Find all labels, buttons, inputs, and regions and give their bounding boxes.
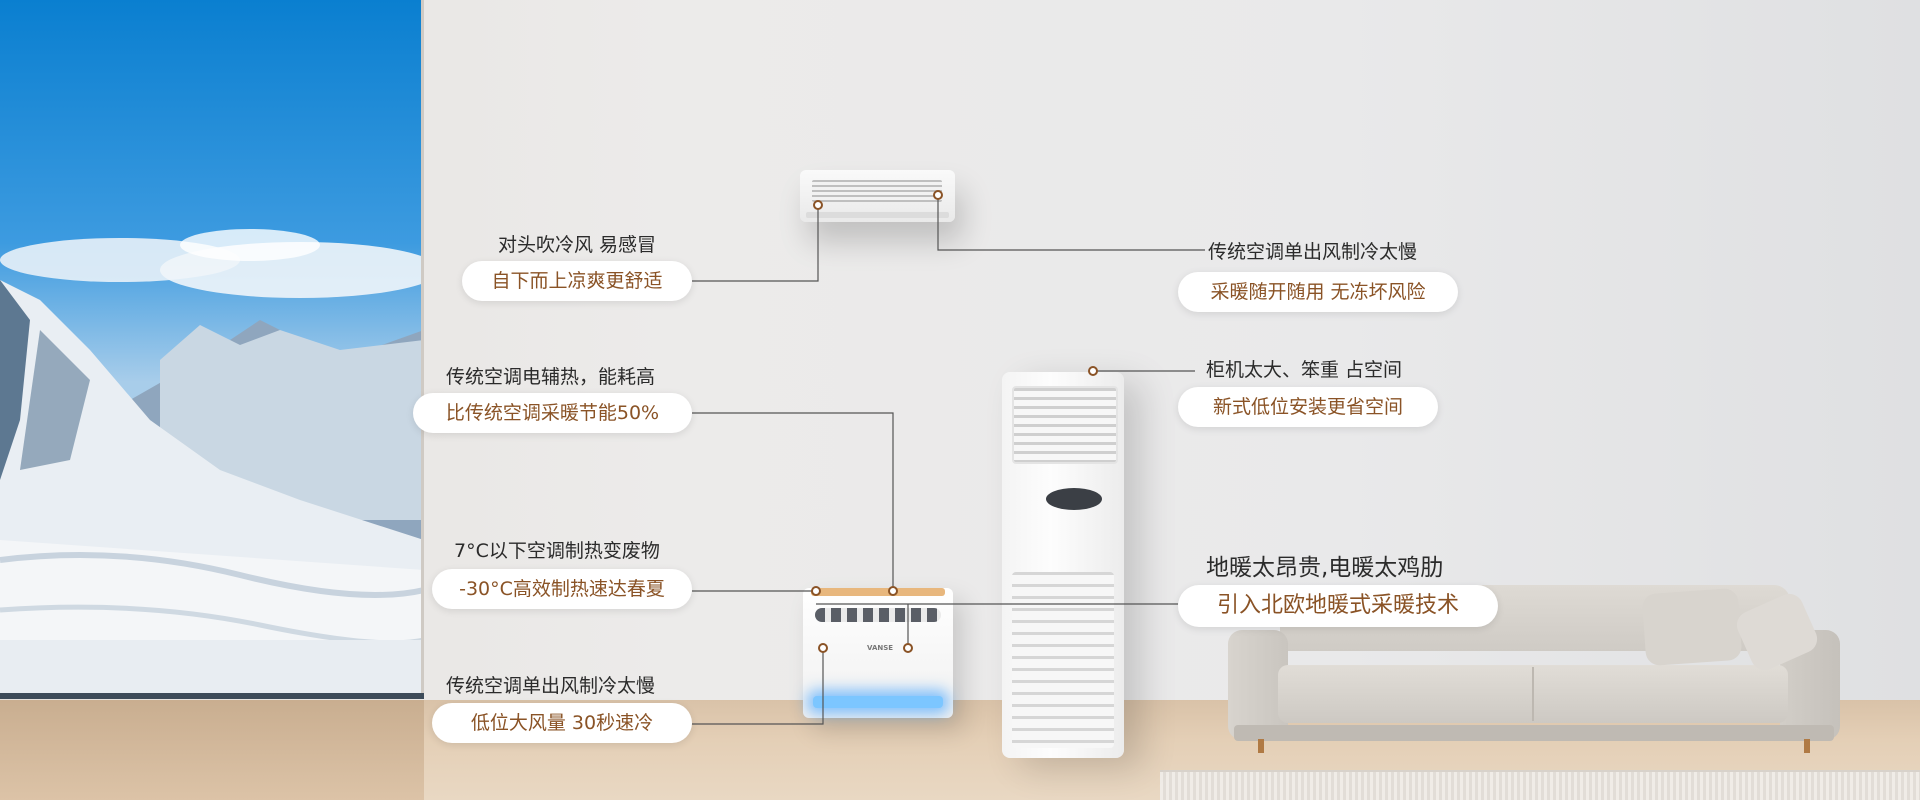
wall-ac-vent: [812, 180, 942, 202]
callout-note: 传统空调单出风制冷太慢: [1208, 241, 1418, 263]
callout-highlight: 新式低位安装更省空间: [1178, 387, 1438, 427]
callout-note: 传统空调单出风制冷太慢: [446, 675, 656, 697]
callout-note: 7°C以下空调制热变废物: [454, 540, 660, 562]
tower-bottom-vent: [1012, 572, 1114, 748]
floor-shadow: [0, 700, 424, 800]
callout-note: 地暖太昂贵,电暖太鸡肋: [1206, 555, 1444, 581]
unit-grille: [815, 608, 941, 622]
callout-highlight: 采暖随开随用 无冻坏风险: [1178, 272, 1458, 312]
unit-blue-light: [813, 696, 943, 708]
callout-highlight: 引入北欧地暖式采暖技术: [1178, 585, 1498, 627]
low-position-unit: VANSE: [803, 588, 953, 718]
window-frame: [421, 0, 424, 695]
sofa-leg: [1258, 739, 1264, 753]
callout-note: 柜机太大、笨重 占空间: [1206, 359, 1403, 381]
callout-note: 对头吹冷风 易感冒: [498, 234, 657, 256]
wall-ac-louver: [806, 212, 949, 218]
floor-standing-air-conditioner: [1002, 372, 1124, 758]
callout-highlight: 自下而上凉爽更舒适: [462, 261, 692, 301]
callout-highlight: -30°C高效制热速达春夏: [432, 569, 692, 609]
window-mountain-view: [0, 0, 424, 695]
rug: [1160, 770, 1920, 800]
brand-logo: VANSE: [867, 644, 894, 652]
sofa-leg: [1804, 739, 1810, 753]
tower-control-panel: [1046, 488, 1102, 510]
sofa-base: [1234, 725, 1834, 741]
callout-highlight: 低位大风量 30秒速冷: [432, 703, 692, 743]
window-sill: [0, 693, 424, 699]
wall-air-conditioner: [800, 170, 955, 222]
unit-warm-strip: [811, 588, 945, 596]
callout-highlight: 比传统空调采暖节能50%: [413, 393, 692, 433]
sofa-seat-split: [1532, 667, 1534, 721]
tower-top-vent: [1012, 386, 1118, 464]
callout-note: 传统空调电辅热，能耗高: [446, 366, 656, 388]
